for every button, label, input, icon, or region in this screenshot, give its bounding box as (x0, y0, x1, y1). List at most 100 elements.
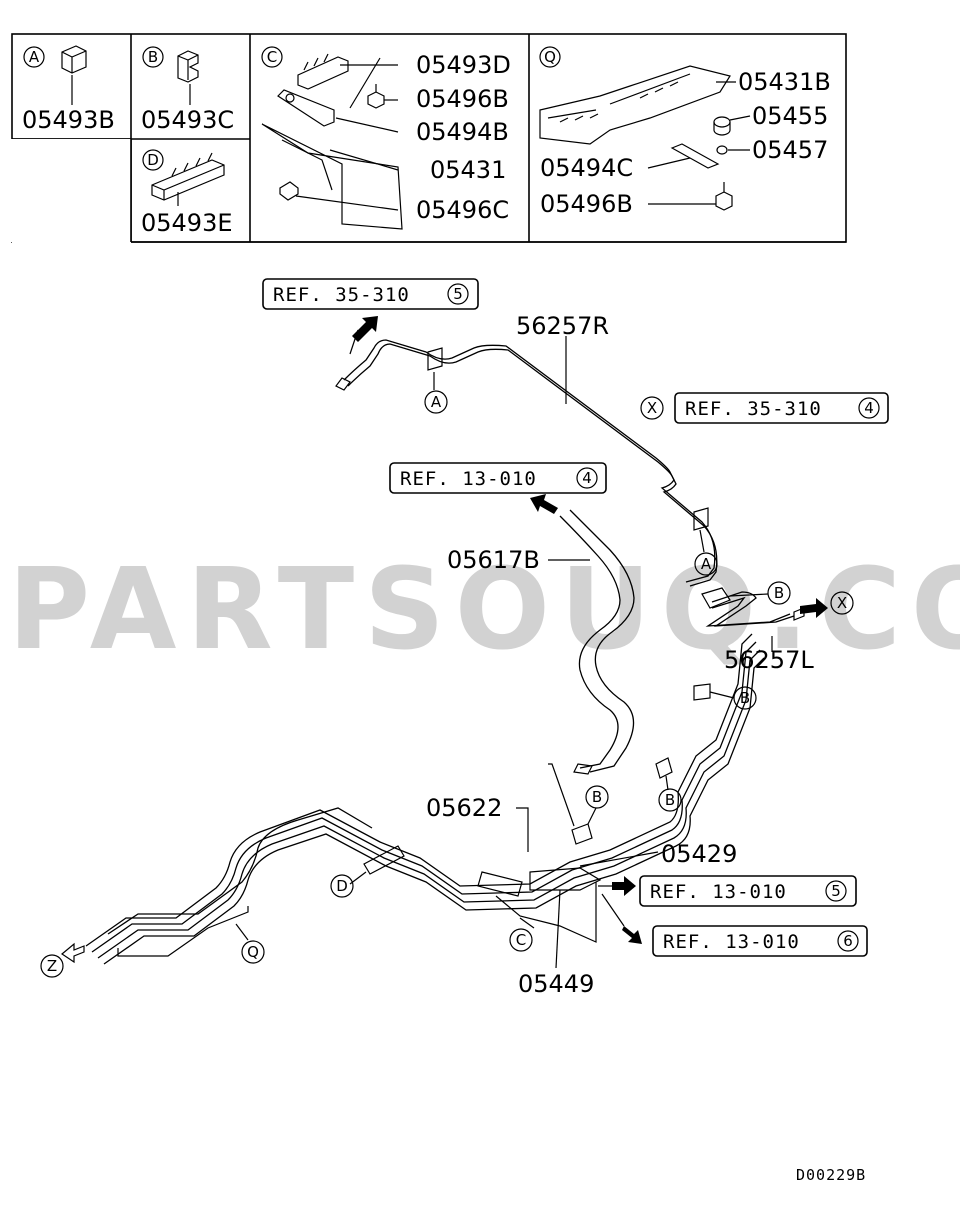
part-05622-label: 05622 (426, 794, 502, 822)
ref-num: 6 (843, 932, 853, 950)
protector-q (117, 906, 249, 957)
plate-icon (261, 123, 403, 230)
bracket-c (495, 882, 597, 943)
bolt-q-icon (715, 182, 733, 211)
part-label: 05431B (738, 68, 831, 96)
part-label: 05493D (416, 51, 511, 79)
part-56257R-label: 56257R (516, 312, 609, 340)
legend-cell-b: B 05493C (141, 46, 234, 134)
hose-05617B (559, 509, 635, 775)
legend-table (10, 33, 847, 244)
callout-b-1: B (767, 581, 791, 605)
part-05449-label: 05449 (518, 970, 594, 998)
part-label: 05494C (540, 154, 633, 182)
part-05429-label: 05429 (661, 840, 737, 868)
ref-num: 4 (582, 469, 592, 487)
clip-b-2 (693, 683, 735, 701)
ref-box-1: REF. 35-310 5 (262, 278, 479, 310)
svg-text:Z: Z (47, 957, 57, 975)
part-label: 05455 (752, 102, 828, 130)
callout-a-1: A (424, 390, 448, 414)
ref-text: REF. 13-010 (663, 931, 800, 953)
bolt-icon (367, 84, 385, 109)
ref-box-2: REF. 35-310 4 (674, 392, 889, 424)
part-label: 05496B (540, 190, 633, 218)
callout-a-2: A (694, 552, 718, 576)
arrow-z (60, 942, 85, 964)
callout-b-4: B (585, 785, 609, 809)
callout-z: Z (40, 954, 64, 978)
arrow-r4 (598, 876, 636, 896)
arrow-r5 (601, 893, 642, 944)
svg-text:D: D (336, 877, 348, 895)
svg-text:B: B (774, 584, 784, 602)
part-label: 05496B (416, 85, 509, 113)
callout-c: C (509, 928, 533, 952)
bracket-icon (277, 89, 335, 127)
svg-text:A: A (431, 393, 442, 411)
legend-cell-a: A 05493B (22, 45, 115, 134)
legend-cell-q: Q 05431B 05455 05457 05494C 05496B (539, 46, 831, 218)
callout-q: Q (241, 940, 265, 964)
nut-icon (713, 116, 731, 136)
svg-text:C: C (516, 931, 526, 949)
clip-c-main (477, 867, 602, 897)
ref-text: REF. 13-010 (400, 468, 537, 490)
part-label: 05493B (22, 106, 115, 134)
callout-letter: Q (544, 48, 556, 66)
clip-a-upper (427, 347, 443, 390)
ref-num: 4 (864, 399, 874, 417)
clip-b-icon (177, 50, 199, 83)
clip-b-1 (701, 587, 769, 609)
arrow-x (800, 598, 828, 618)
clip-a-lower (693, 507, 709, 553)
clip-c-icon (297, 53, 349, 90)
svg-text:B: B (592, 788, 602, 806)
part-label: 05493C (141, 106, 234, 134)
callout-d: D (330, 874, 354, 898)
part-label: 05431 (430, 156, 506, 184)
callout-b-3: B (658, 788, 682, 812)
ref-box-4: REF. 13-010 5 (639, 875, 857, 907)
svg-text:B: B (665, 791, 675, 809)
callout-x-2: X (830, 591, 854, 615)
ref-num: 5 (453, 285, 463, 303)
ref-text: REF. 13-010 (650, 881, 787, 903)
callout-x-1: X (640, 396, 664, 420)
svg-text:B: B (740, 689, 750, 707)
protector-q-icon (539, 65, 731, 145)
callout-letter: C (267, 48, 277, 66)
arrow-r3 (530, 494, 558, 514)
ref-text: REF. 35-310 (273, 284, 410, 306)
ref-box-5: REF. 13-010 6 (652, 925, 868, 957)
arrow-r1 (352, 316, 378, 342)
part-56257L-label: 56257L (724, 646, 814, 674)
part-label: 05496C (416, 196, 509, 224)
ref-box-3: REF. 13-010 4 (389, 462, 607, 494)
callout-letter: B (148, 48, 158, 66)
ref-num: 5 (831, 882, 841, 900)
part-05617B-label: 05617B (447, 546, 540, 574)
svg-text:Q: Q (247, 943, 259, 961)
callout-letter: D (147, 151, 159, 169)
svg-text:A: A (701, 555, 712, 573)
diagram-code: D00229B (796, 1166, 866, 1184)
part-label: 05457 (752, 136, 828, 164)
part-label: 05494B (416, 118, 509, 146)
clip-b-3 (655, 757, 673, 791)
callout-b-2: B (733, 686, 757, 710)
part-label: 05493E (141, 209, 233, 237)
washer-icon (716, 145, 728, 155)
svg-text:X: X (837, 594, 847, 612)
clip-a-icon (61, 45, 87, 74)
clip-d-icon (151, 152, 225, 201)
bracket-q-icon (670, 143, 720, 169)
ref-text: REF. 35-310 (685, 398, 822, 420)
clip-b-4 (571, 807, 597, 845)
pipe-56257R (335, 339, 718, 587)
pipe-bundle (85, 633, 765, 965)
callout-letter: A (29, 48, 40, 66)
svg-text:X: X (647, 399, 657, 417)
legend-cell-c: C 05493D 05496B 05494B 05431 054 (261, 46, 511, 230)
